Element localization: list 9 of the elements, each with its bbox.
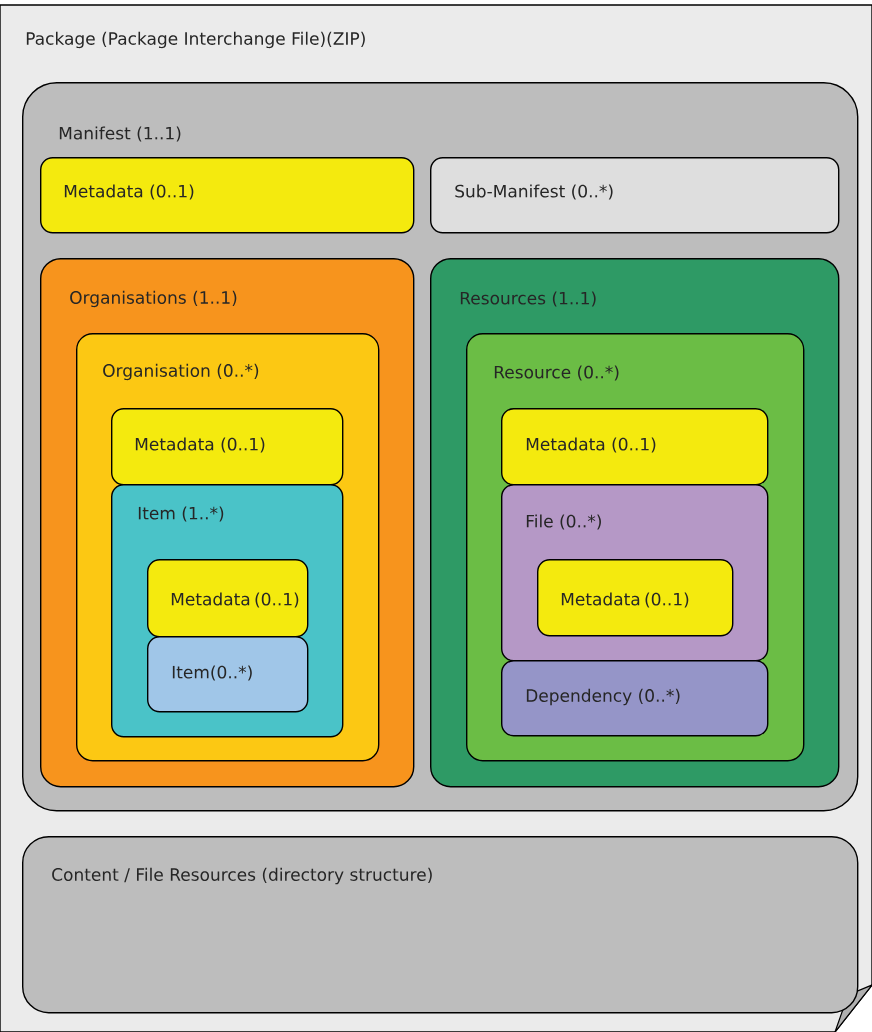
container-box: Item(0..*) [147, 636, 309, 713]
container-box: Metadata (0..1) [537, 559, 734, 637]
container-box: Metadata (0..1) [501, 408, 769, 486]
container-box: Content / File Resources (directory structure) [22, 836, 859, 1014]
container-box: Metadata (0..1) [111, 408, 344, 486]
container-box: Metadata (0..1) [40, 157, 415, 234]
container-box: Dependency (0..*) [501, 660, 769, 737]
container-box: Metadata (0..1) [147, 559, 309, 638]
container-box: Sub-Manifest (0..*) [430, 157, 840, 234]
